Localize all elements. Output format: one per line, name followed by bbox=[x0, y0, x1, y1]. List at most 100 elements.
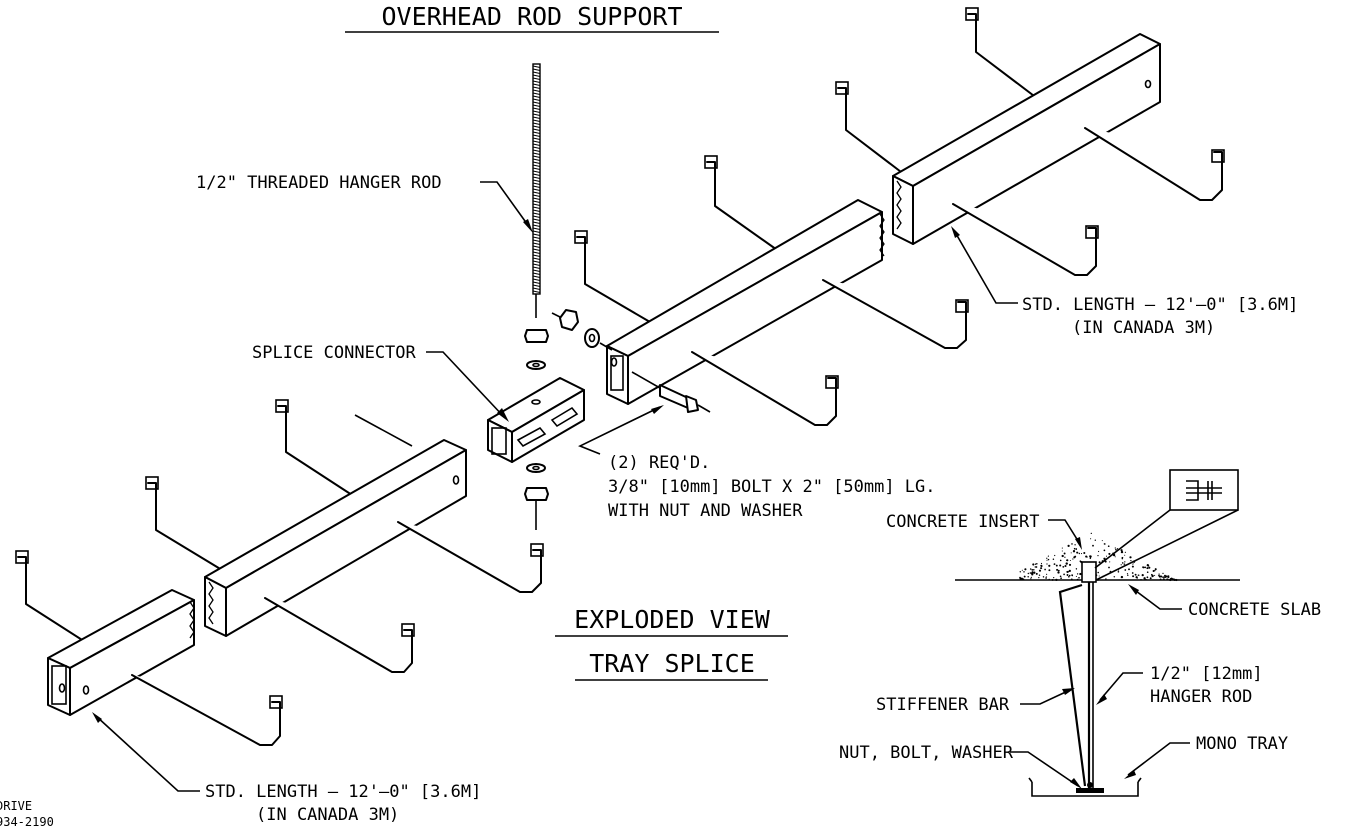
insert-detail-icon bbox=[1186, 480, 1222, 501]
bolt-hole bbox=[610, 357, 618, 367]
tray-spine-end bbox=[892, 175, 914, 245]
arrowhead bbox=[92, 712, 102, 723]
tray-rung bbox=[952, 203, 1097, 276]
label-nut-bolt-washer: NUT, BOLT, WASHER bbox=[839, 743, 1014, 763]
nut bbox=[559, 309, 579, 331]
break-line bbox=[879, 213, 885, 257]
leader-concrete-insert bbox=[1048, 519, 1081, 545]
rung-cap bbox=[835, 81, 849, 95]
tray-section-upper bbox=[574, 7, 1225, 426]
tray-rung bbox=[277, 405, 353, 496]
leader-splice-connector bbox=[426, 351, 506, 419]
section-detail bbox=[955, 469, 1240, 797]
stiffener-bar bbox=[1058, 583, 1087, 787]
washer-hole bbox=[532, 465, 540, 471]
page-title: OVERHEAD ROD SUPPORT bbox=[381, 2, 682, 31]
tray-rung bbox=[147, 482, 223, 571]
label-hanger-rod-1: 1/2" [12mm] bbox=[1150, 664, 1263, 684]
footer-line-2: 934-2190 bbox=[0, 815, 54, 827]
label-bolt-note: WITH NUT AND WASHER bbox=[608, 501, 803, 521]
slot bbox=[516, 426, 547, 448]
rung-cap bbox=[401, 623, 415, 637]
nut-bolt-washer bbox=[1076, 788, 1104, 793]
break-line bbox=[189, 601, 195, 639]
nut bbox=[524, 329, 549, 343]
tray-rung bbox=[17, 556, 91, 646]
tray-section-lower bbox=[15, 399, 544, 746]
label-bolt-spec: 3/8" [10mm] BOLT X 2" [50mm] LG. bbox=[608, 477, 936, 497]
bolt-hole bbox=[452, 475, 460, 485]
label-std-length-upper: STD. LENGTH – 12'–0" [3.6M] bbox=[1022, 295, 1298, 315]
rung-cap bbox=[704, 155, 718, 169]
arrowhead bbox=[651, 405, 664, 414]
leader-std-length-upper bbox=[954, 231, 1018, 304]
bolt-hole bbox=[82, 685, 90, 695]
mono-tray bbox=[1031, 782, 1139, 797]
arrowhead bbox=[951, 226, 960, 238]
washer bbox=[584, 328, 600, 348]
label-canada-upper: (IN CANADA 3M) bbox=[1072, 318, 1215, 338]
rung-cap bbox=[965, 7, 979, 21]
leader-threaded-rod bbox=[480, 181, 531, 229]
tube-opening bbox=[51, 665, 67, 705]
bolt-axis bbox=[697, 404, 711, 413]
bolt-hole bbox=[1144, 79, 1152, 89]
tray-rung bbox=[837, 87, 906, 176]
tray-rung bbox=[576, 236, 651, 323]
rod-hole bbox=[531, 399, 541, 405]
bolt-axis bbox=[631, 371, 661, 389]
footer-line-1: DRIVE bbox=[0, 799, 32, 813]
exploded-view-title: EXPLODED VIEW bbox=[574, 605, 771, 634]
tray-rung bbox=[706, 161, 781, 253]
tray-rung bbox=[822, 279, 967, 349]
bolt-head-section bbox=[1087, 782, 1093, 788]
rung-cap bbox=[275, 399, 289, 413]
rung-cap bbox=[269, 695, 283, 709]
arrowhead bbox=[1124, 770, 1136, 779]
label-threaded-rod: 1/2" THREADED HANGER ROD bbox=[196, 173, 442, 193]
leader-mono-tray bbox=[1127, 742, 1190, 776]
rung-cap bbox=[825, 375, 839, 389]
washer bbox=[526, 360, 546, 370]
tray-splice-title: TRAY SPLICE bbox=[589, 649, 755, 678]
arrowhead bbox=[523, 219, 533, 233]
bolt-hardware bbox=[551, 309, 711, 413]
tray-rung bbox=[1084, 127, 1223, 201]
bolt-head bbox=[685, 395, 699, 413]
bolt-hole bbox=[58, 683, 66, 693]
bolt-axis bbox=[599, 342, 613, 351]
label-splice-connector: SPLICE CONNECTOR bbox=[252, 343, 417, 363]
rung-cap bbox=[15, 550, 29, 564]
tray-rung bbox=[967, 13, 1043, 103]
splice-connector bbox=[487, 377, 585, 463]
slot bbox=[550, 406, 579, 428]
rung-cap bbox=[530, 543, 544, 557]
arrowhead bbox=[1062, 688, 1075, 695]
rung-cap bbox=[1211, 149, 1225, 163]
center-line bbox=[354, 414, 413, 447]
arrowhead bbox=[497, 408, 509, 422]
bolt-shank bbox=[659, 384, 689, 409]
rung-cap bbox=[955, 299, 969, 313]
label-canada-lower: (IN CANADA 3M) bbox=[256, 805, 399, 825]
mono-tray-lip bbox=[1028, 777, 1142, 783]
washer-hole bbox=[532, 362, 540, 368]
arrowhead bbox=[1128, 584, 1139, 595]
concrete-speckle bbox=[1019, 532, 1180, 582]
tray-spine-side bbox=[225, 449, 467, 637]
label-concrete-slab: CONCRETE SLAB bbox=[1188, 600, 1321, 620]
rod-threads bbox=[532, 65, 541, 293]
tray-rung bbox=[131, 674, 281, 746]
break-line bbox=[896, 180, 902, 230]
insert-detail-box bbox=[1169, 469, 1239, 511]
arrowhead bbox=[1075, 537, 1082, 550]
label-stiffener-bar: STIFFENER BAR bbox=[876, 695, 1010, 715]
arrowhead bbox=[1096, 694, 1107, 705]
tray-spine-end bbox=[204, 576, 227, 637]
hanger-rod-assembly bbox=[487, 63, 585, 530]
washer bbox=[526, 463, 546, 473]
break-line bbox=[208, 581, 214, 625]
tube-opening bbox=[610, 355, 624, 391]
arrowhead bbox=[1070, 778, 1082, 789]
